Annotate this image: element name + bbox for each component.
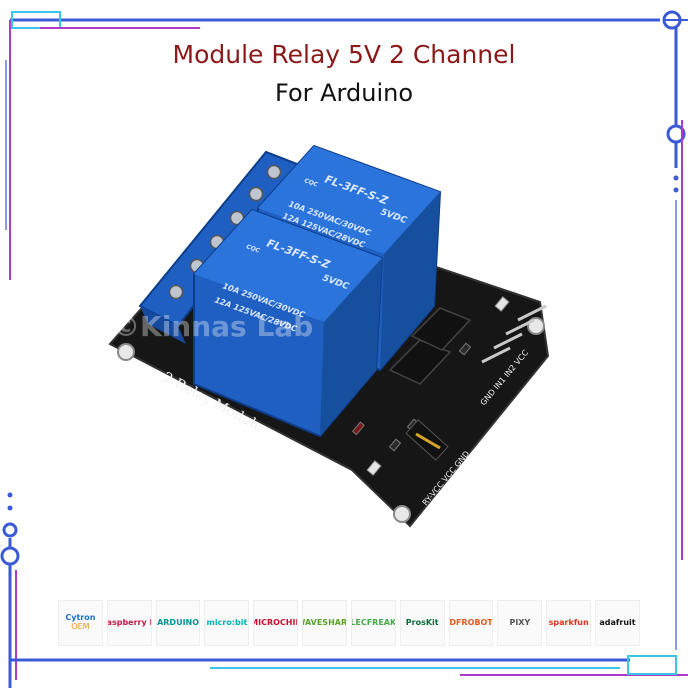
terminal-screws [168,164,282,300]
resistor [388,438,402,452]
relay-module-image: FL-3FF-S-Z 5VDC 10A 250VAC/30VDC 12A 125… [108,144,550,528]
pixy-logo: PIXY [497,600,543,646]
optocoupler-2 [410,307,472,351]
logo-text: Raspberry Pi [106,617,151,627]
logo-text: WAVESHARE [303,617,347,627]
logo-text: Cytron [65,613,96,623]
watermark: ©Kinnas Lab [112,310,313,343]
mounting-hole [117,343,135,361]
diode [351,421,365,436]
logo-text: adafruit [599,617,636,627]
relay-2-cqc: CQC [303,177,319,189]
logo-text: sparkfun [548,617,589,627]
waveshare-logo: WAVESHARE [302,600,347,646]
adafruit-logo: adafruit [595,600,640,646]
arduino-logo: ARDUINO [155,600,201,646]
logo-text: DFROBOT [449,617,493,627]
page-subtitle: For Arduino [275,79,413,107]
pin-header-right [481,304,547,364]
raspberry-pi-logo: Raspberry Pi [106,600,152,646]
dfrobot-logo: DFROBOT [448,600,494,646]
relay-1-cqc: CQC [245,243,261,255]
optocoupler-1 [388,339,452,385]
resistor [458,342,472,356]
microbit-logo: micro:bit [204,600,250,646]
logo-text: ProsKit [405,617,439,627]
logo-text: micro:bit [206,617,248,627]
page-title: Module Relay 5V 2 Channel [172,40,516,69]
logo-subtext: OEM [71,622,90,631]
mounting-hole [393,505,411,523]
logo-text: MICROCHIP [254,617,297,627]
logo-text: PIXY [509,617,531,627]
logo-text: ARDUINO [157,617,200,627]
proskit-logo: ProsKit [399,600,445,646]
elecfreaks-logo: ELECFREAKS [350,600,396,646]
microchip-logo: MICROCHIP [253,600,299,646]
pin-header-bottom [405,419,449,461]
logo-text: ELECFREAKS [352,617,396,627]
sparkfun-logo: sparkfun [546,600,592,646]
led-2 [494,296,510,312]
led-1 [366,460,382,476]
brand-logo-strip: CytronOEMRaspberry PiARDUINOmicro:bitMIC… [58,600,640,646]
